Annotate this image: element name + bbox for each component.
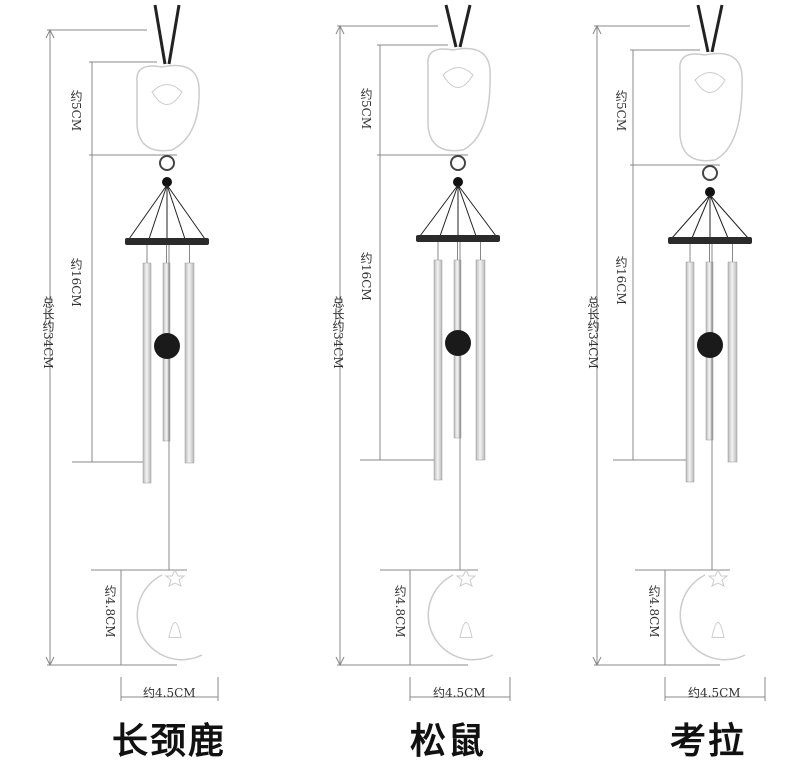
chime-tube (475, 259, 486, 461)
top-disk (668, 237, 752, 244)
suspension-string (709, 194, 749, 239)
panel-1-width-dimension-label: 约4.5CM (143, 686, 196, 700)
black-bead (453, 177, 463, 187)
black-bead (705, 187, 715, 197)
suspension-string (709, 194, 729, 239)
suspension-string (671, 194, 711, 239)
panel-3-product-name: 考拉 (670, 721, 747, 762)
total-arrow-up (45, 28, 55, 39)
panel-2-top-dimension-label: 约5CM (359, 88, 373, 130)
suspension-string (166, 184, 186, 240)
clapper-ball (697, 332, 723, 358)
panel-2-width-dimension-label: 约4.5CM (433, 686, 486, 700)
panel-3-total-length-label: 总长约34CM (586, 296, 600, 369)
suspension-string (148, 184, 168, 240)
ornament-cutout-detail (151, 84, 183, 105)
suspension-string (457, 184, 497, 237)
metal-ring (702, 165, 718, 181)
panel-1-bottom-dimension-label: 约4.8CM (103, 585, 117, 638)
total-arrow-down (45, 656, 55, 667)
panel-3-width-dimension-label: 约4.5CM (688, 686, 741, 700)
cat-silhouette (168, 622, 182, 638)
star-icon (707, 568, 729, 587)
metal-ring (159, 155, 175, 171)
hanging-cord (696, 4, 724, 53)
clapper-ball (154, 333, 180, 359)
total-arrow-down (335, 656, 345, 667)
top-disk (416, 235, 500, 242)
wind-chime-panel-1 (45, 4, 219, 701)
suspension-string (419, 184, 459, 237)
cat-silhouette (711, 622, 725, 638)
panel-2-bottom-dimension-label: 约4.8CM (393, 585, 407, 638)
suspension-string (166, 184, 206, 240)
black-bead (162, 177, 172, 187)
hanging-cord (444, 4, 472, 48)
suspension-string (128, 184, 168, 240)
squirrel-ornament (427, 47, 491, 152)
cat-moon-ornament (136, 574, 203, 661)
koala-ornament (679, 52, 743, 162)
panel-1-middle-dimension-label: 约16CM (69, 258, 83, 307)
chime-tube (184, 262, 195, 464)
ornament-cutout-detail (694, 72, 726, 93)
clapper-ball (445, 330, 471, 356)
ornament-cutout-detail (442, 67, 474, 88)
wind-chime-panel-2 (335, 4, 511, 701)
panel-1-total-length-label: 总长约34CM (41, 296, 55, 369)
suspension-string (439, 184, 459, 237)
suspension-string (691, 194, 711, 239)
panel-2-total-length-label: 总长约34CM (331, 296, 345, 369)
giraffe-ornament (136, 64, 200, 152)
panel-1-product-name: 长颈鹿 (112, 721, 227, 762)
total-arrow-up (335, 24, 345, 35)
hanging-cord (153, 4, 181, 65)
cat-moon-ornament (427, 574, 494, 661)
cat-moon-ornament (679, 574, 746, 661)
panel-3-top-dimension-label: 约5CM (614, 90, 628, 132)
panel-3-middle-dimension-label: 约16CM (614, 256, 628, 305)
metal-ring (450, 155, 466, 171)
chime-tube (142, 262, 152, 484)
star-icon (455, 568, 477, 587)
wind-chime-panel-3 (592, 4, 766, 701)
total-arrow-up (592, 24, 602, 35)
panel-3-bottom-dimension-label: 约4.8CM (647, 585, 661, 638)
total-arrow-down (592, 656, 602, 667)
chime-tube (433, 259, 443, 481)
panel-2-product-name: 松鼠 (410, 721, 487, 762)
cat-silhouette (459, 622, 473, 638)
chime-tube (685, 261, 695, 483)
top-disk (125, 238, 209, 245)
panel-2-middle-dimension-label: 约16CM (359, 252, 373, 301)
chime-tube (727, 261, 738, 463)
star-icon (164, 568, 186, 587)
suspension-string (457, 184, 477, 237)
panel-1-top-dimension-label: 约5CM (69, 90, 83, 132)
